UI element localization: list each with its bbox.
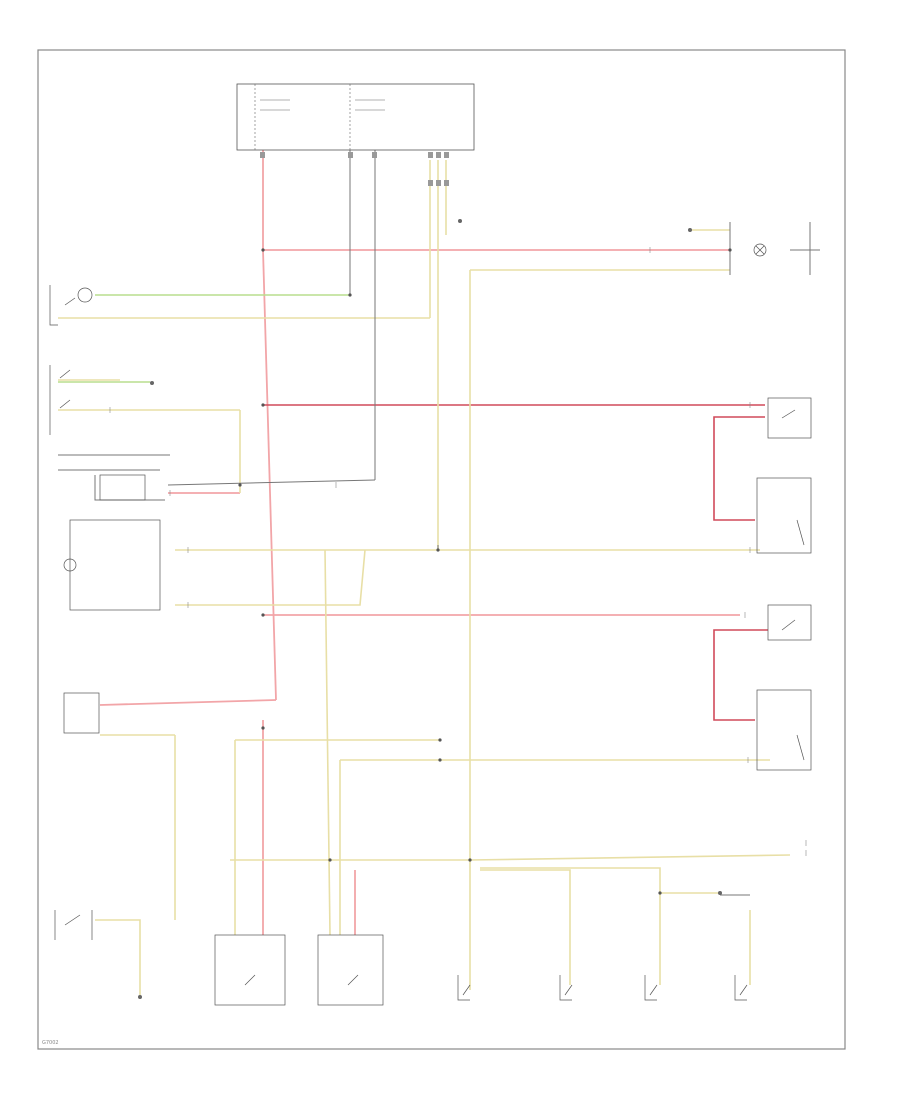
bottom-modules (214, 934, 384, 1006)
door-switches (457, 975, 748, 1001)
diagram-code: G7002 (42, 1040, 59, 1046)
wire-tick-marks (109, 247, 751, 763)
junction-dots (238, 248, 732, 895)
red-wires (99, 150, 740, 935)
yellow-wires (58, 160, 791, 995)
diagram-border (37, 49, 846, 1050)
bottom-left-switch (54, 910, 93, 940)
grey-wires (58, 150, 820, 896)
right-switches (756, 397, 812, 771)
dark-red-wires (263, 404, 768, 721)
license-light (63, 692, 100, 734)
right-lamp (753, 243, 767, 257)
top-module-connectors (260, 152, 449, 186)
left-switch-stack (49, 365, 161, 611)
green-wires (58, 294, 350, 383)
top-module-box (236, 83, 475, 151)
left-lamp-top (49, 285, 93, 326)
ground-symbols (138, 219, 722, 999)
top-module-internals (254, 84, 385, 150)
